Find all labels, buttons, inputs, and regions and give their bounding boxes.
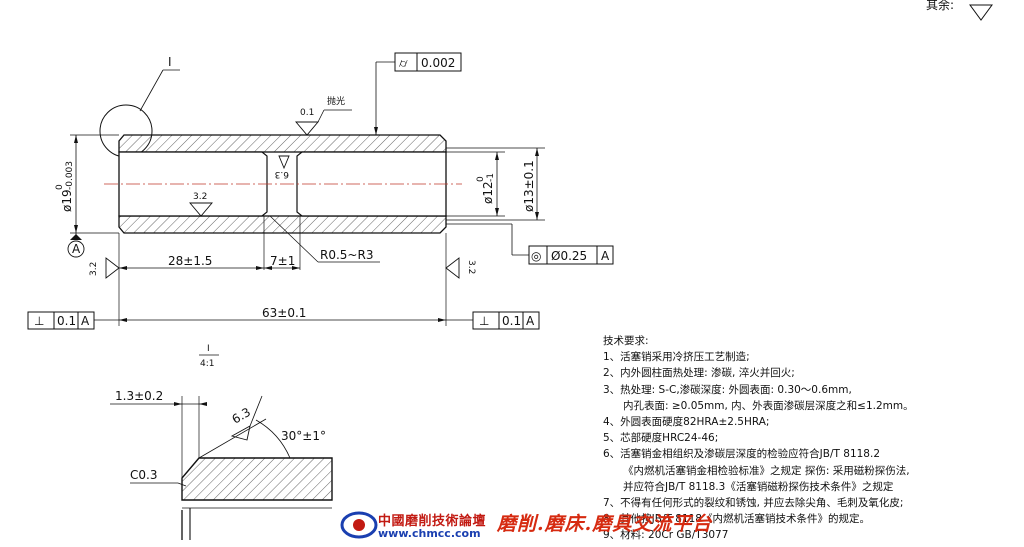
tech-line-9: 并应符合JB/T 8118.3《活塞销磁粉探伤技术条件》之规定	[623, 480, 894, 493]
finish-outer-value: 0.1	[300, 108, 314, 118]
fcf-cylindricity: ⌭ 0.002	[394, 52, 462, 72]
detail-rough: 6.3	[230, 405, 254, 427]
tech-line-2: 2、内外圆柱面热处理: 渗碳, 淬火并回火;	[603, 367, 795, 380]
fcf-perp-right: ⊥ 0.1 A	[472, 311, 540, 330]
dim-outer-dia: ø19	[60, 189, 74, 212]
tech-line-11: 8、其他按JB/T 8118《内燃机活塞销技术条件》的规定。	[603, 513, 870, 526]
detail-section	[181, 457, 333, 501]
tech-requirements: 技术要求: 1、活塞销采用冷挤压工艺制造; 2、内外圆柱面热处理: 渗碳, 淬火…	[603, 333, 1023, 544]
watermark-cn: 中國磨削技術論壇	[378, 514, 487, 529]
detail-chamfer: C0.3	[130, 468, 157, 482]
dim-bore-dia-lower: -1	[486, 173, 496, 182]
tech-title: 技术要求:	[603, 335, 649, 347]
fcf-perp-right-symbol: ⊥	[479, 314, 489, 328]
finish-bore-value: 3.2	[193, 192, 207, 202]
fcf-coax-value: Ø0.25	[551, 249, 587, 263]
detail-angle: 30°±1°	[281, 429, 326, 443]
watermark-slogan: 磨削.磨床.磨具交流平台	[497, 513, 713, 535]
detail-scale: 4:1	[200, 359, 214, 369]
tech-line-7: 6、活塞销金相组织及渗碳层深度的检验应符合JB/T 8118.2	[603, 448, 881, 461]
dim-left-len: 28±1.5	[168, 254, 212, 268]
rest-surface-symbol	[969, 4, 993, 21]
dim-groove-dia: ø13±0.1	[522, 160, 536, 212]
fcf-perp-left-symbol: ⊥	[34, 314, 44, 328]
tech-line-1: 1、活塞销采用冷挤压工艺制造;	[603, 351, 750, 364]
datum-a-bubble	[67, 240, 85, 258]
detail-rough-symbol	[230, 425, 251, 441]
dim-outer-dia-upper: 0	[55, 184, 65, 190]
tech-line-10: 7、不得有任何形式的裂纹和锈蚀, 并应去除尖角、毛刺及氧化皮;	[603, 497, 904, 510]
finish-groove-value: 6.3	[275, 169, 289, 179]
fcf-perp-left: ⊥ 0.1 A	[27, 311, 95, 330]
fcf-perp-right-value: 0.1	[502, 314, 521, 328]
detail-label: I	[207, 344, 210, 354]
tech-line-12: 9、材料: 20Cr GB/T3077	[603, 529, 729, 542]
tech-line-3: 3、热处理: S-C,渗碳深度: 外圆表面: 0.30～0.6mm,	[603, 383, 852, 396]
fcf-cyl-value: 0.002	[421, 56, 455, 70]
fcf-cyl-symbol: ⌭	[399, 56, 408, 70]
fcf-perp-right-datum: A	[526, 314, 535, 328]
fcf-perp-left-datum: A	[81, 314, 90, 328]
tech-line-4: 内孔表面: ≥0.05mm, 内、外表面渗碳层深度之和≤1.2mm。	[623, 399, 914, 412]
finish-polish-label: 抛光	[327, 95, 345, 107]
watermark-logo	[340, 511, 378, 539]
finish-end-left: 3.2	[89, 257, 120, 279]
dim-outer-dia-lower: -0.003	[65, 161, 75, 190]
dim-total-len: 63±0.1	[262, 306, 306, 320]
fcf-coax-datum: A	[601, 249, 610, 263]
fcf-perp-left-value: 0.1	[57, 314, 76, 328]
finish-end-left-value: 3.2	[89, 262, 99, 276]
tech-line-8: 《内燃机活塞销金相检验标准》之规定 探伤: 采用磁粉探伤法,	[623, 464, 910, 477]
finish-end-right-value: 3.2	[466, 260, 476, 274]
finish-groove: 6.3	[275, 155, 290, 179]
dim-groove-len: 7±1	[270, 254, 295, 268]
watermark-url: www.chmcc.com	[378, 527, 481, 540]
finish-outer: 0.1 抛光	[295, 95, 352, 136]
detail-width: 1.3±0.2	[115, 389, 163, 403]
finish-end-right: 3.2	[445, 257, 476, 279]
dim-bore-dia: ø12	[481, 181, 495, 204]
fcf-coax-symbol: ◎	[531, 249, 541, 263]
tech-line-6: 5、芯部硬度HRC24-46;	[603, 432, 719, 445]
datum-label: A	[72, 242, 81, 256]
section-label: I	[168, 55, 172, 69]
finish-bore: 3.2	[189, 192, 213, 217]
tech-line-5: 4、外圆表面硬度82HRA±2.5HRA;	[603, 416, 770, 429]
rest-surface-label: 其余:	[926, 0, 954, 12]
fcf-coaxiality: ◎ Ø0.25 A	[528, 245, 614, 265]
dim-fillet: R0.5~R3	[320, 248, 373, 262]
dim-bore-dia-upper: 0	[476, 176, 486, 182]
